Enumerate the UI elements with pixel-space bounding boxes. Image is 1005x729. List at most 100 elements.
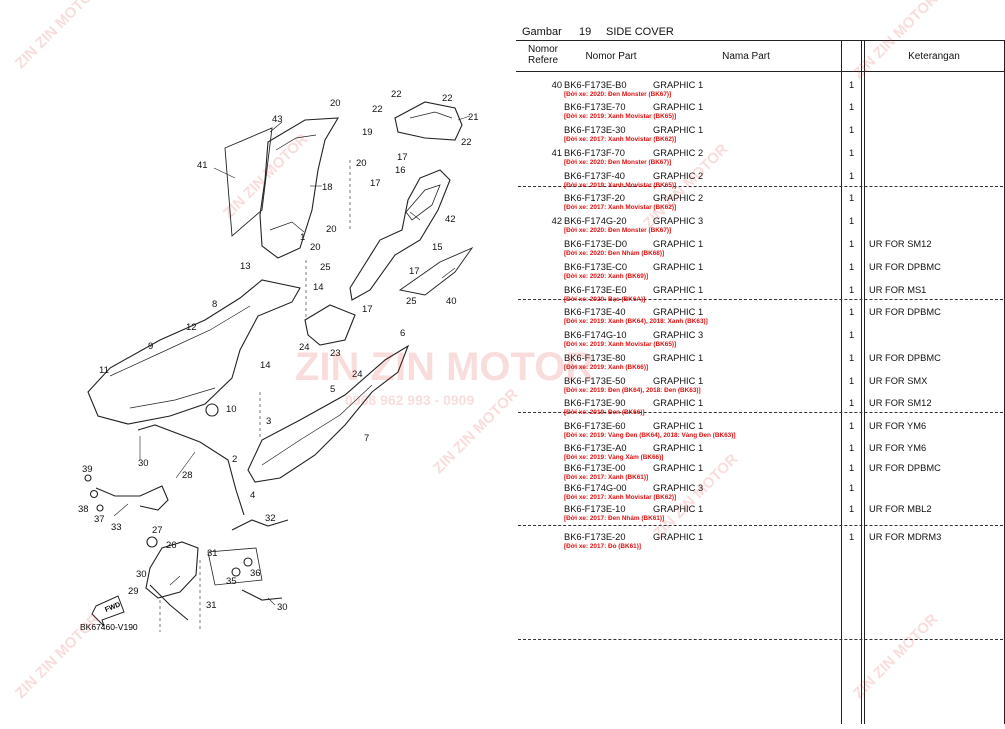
row-part-name: GRAPHIC 1 — [653, 353, 704, 363]
svg-text:40: 40 — [446, 296, 457, 307]
row-part-number: BK6-F173E-40 — [564, 307, 626, 317]
diagram-code: BK67460-V190 — [80, 622, 138, 632]
row-part-number: BK6-F173E-10 — [564, 504, 626, 514]
row-model-note: [Đời xe: 2017: Xanh Movistar (BK62)] — [564, 136, 677, 143]
row-model-note: [Đời xe: 2019: Vàng Xám (BK66)] — [564, 454, 664, 461]
svg-text:25: 25 — [320, 262, 331, 273]
row-remark: UR FOR DPBMC — [869, 463, 941, 473]
col-header-name: Nama Part — [722, 51, 770, 62]
row-part-number: BK6-F173E-E0 — [564, 285, 627, 295]
graphic-42-shape — [405, 184, 441, 221]
row-model-note: [Đời xe: 2020: Đen Nhám (BK68)] — [564, 250, 665, 257]
row-part-number: BK6-F173F-20 — [564, 193, 625, 203]
svg-text:16: 16 — [395, 165, 406, 176]
row-remark: UR FOR SMX — [869, 376, 928, 386]
row-part-name: GRAPHIC 1 — [653, 443, 704, 453]
row-model-note: [Đời xe: 2020: Xanh (BK69)] — [564, 273, 649, 280]
row-ref-number: 42 — [551, 216, 562, 226]
bracket-26-shape — [145, 541, 199, 599]
col-header-part-no: Nomor Part — [585, 51, 637, 62]
svg-text:20: 20 — [356, 158, 367, 169]
svg-text:14: 14 — [260, 360, 271, 371]
row-model-note: [Đời xe: 2019: Xanh Movistar (BK65)] — [564, 182, 677, 189]
row-quantity: 1 — [849, 421, 855, 431]
row-part-number: BK6-F173E-30 — [564, 125, 626, 135]
row-model-note: [Đời xe: 2017: Đỏ (BK61)] — [564, 543, 641, 550]
row-part-name: GRAPHIC 2 — [653, 193, 704, 203]
svg-text:17: 17 — [409, 266, 420, 277]
row-remark: UR FOR DPBMC — [869, 353, 941, 363]
svg-text:3: 3 — [266, 416, 271, 427]
row-quantity: 1 — [849, 193, 855, 203]
row-quantity: 1 — [849, 443, 855, 453]
row-model-note: [Đời xe: 2020: Đen Monster (BK67)] — [564, 91, 672, 98]
svg-text:42: 42 — [445, 214, 456, 225]
svg-text:41: 41 — [197, 160, 208, 171]
svg-text:17: 17 — [397, 152, 408, 163]
table-top-border — [516, 40, 1005, 41]
svg-text:2: 2 — [232, 454, 237, 465]
row-quantity: 1 — [849, 376, 855, 386]
row-part-name: GRAPHIC 1 — [653, 532, 704, 542]
row-part-name: GRAPHIC 2 — [653, 148, 704, 158]
row-model-note: [Đời xe: 2019: Vàng Đen (BK64), 2018: Và… — [564, 432, 736, 439]
row-quantity: 1 — [849, 483, 855, 493]
row-part-name: GRAPHIC 1 — [653, 504, 704, 514]
row-part-name: GRAPHIC 1 — [653, 398, 704, 408]
row-part-name: GRAPHIC 1 — [653, 463, 704, 473]
svg-text:7: 7 — [364, 433, 369, 444]
note-col-left-border — [864, 40, 865, 724]
group-separator — [518, 525, 1003, 526]
row-part-number: BK6-F173E-90 — [564, 398, 626, 408]
group-separator — [518, 412, 1003, 413]
svg-text:24: 24 — [299, 342, 310, 353]
row-quantity: 1 — [849, 262, 855, 272]
svg-text:31: 31 — [206, 600, 217, 611]
row-remark: UR FOR DPBMC — [869, 307, 941, 317]
row-ref-number: 40 — [551, 80, 562, 90]
svg-text:25: 25 — [406, 296, 417, 307]
row-model-note: [Đời xe: 2019: Xanh (BK64), 2018: Xanh (… — [564, 318, 708, 325]
row-quantity: 1 — [849, 80, 855, 90]
svg-text:30: 30 — [277, 602, 288, 613]
row-model-note: [Đời xe: 2019: Xanh Movistar (BK65)] — [564, 341, 677, 348]
qty-col-right-border — [861, 40, 862, 724]
svg-text:28: 28 — [182, 470, 193, 481]
svg-text:35: 35 — [226, 576, 237, 587]
svg-text:38: 38 — [78, 504, 89, 515]
row-ref-number: 41 — [551, 148, 562, 158]
row-model-note: [Đời xe: 2017: Đen Nhám (BK61)] — [564, 515, 665, 522]
svg-text:33: 33 — [111, 522, 122, 533]
cover-18-shape — [259, 117, 340, 259]
svg-text:11: 11 — [99, 365, 109, 376]
row-part-number: BK6-F173E-A0 — [564, 443, 627, 453]
cover-6-shape — [247, 344, 410, 483]
svg-text:1: 1 — [300, 232, 305, 243]
row-part-name: GRAPHIC 1 — [653, 285, 704, 295]
svg-text:9: 9 — [148, 341, 153, 352]
svg-text:10: 10 — [226, 404, 237, 415]
row-model-note: [Đời xe: 2019: Đen (BK66)] — [564, 409, 645, 416]
row-part-name: GRAPHIC 1 — [653, 80, 704, 90]
row-remark: UR FOR MS1 — [869, 285, 927, 295]
row-remark: UR FOR YM6 — [869, 421, 927, 431]
row-quantity: 1 — [849, 285, 855, 295]
graphic-40-shape — [398, 246, 474, 296]
row-part-name: GRAPHIC 1 — [653, 307, 704, 317]
cover-8-shape — [87, 279, 301, 425]
svg-text:27: 27 — [152, 525, 163, 536]
row-part-number: BK6-F173E-20 — [564, 532, 626, 542]
svg-text:4: 4 — [250, 490, 255, 501]
svg-text:22: 22 — [372, 104, 383, 115]
group-separator — [518, 186, 1003, 187]
gambar-number: 19 — [579, 26, 592, 38]
pipe-28-shape — [137, 424, 245, 516]
row-quantity: 1 — [849, 102, 855, 112]
parts-list-panel: Gambar 19 SIDE COVER Nomor Refere Nomor … — [516, 0, 1005, 724]
svg-text:5: 5 — [330, 384, 335, 395]
row-quantity: 1 — [849, 532, 855, 542]
svg-text:30: 30 — [136, 569, 147, 580]
page-title: SIDE COVER — [606, 26, 674, 38]
row-quantity: 1 — [849, 330, 855, 340]
